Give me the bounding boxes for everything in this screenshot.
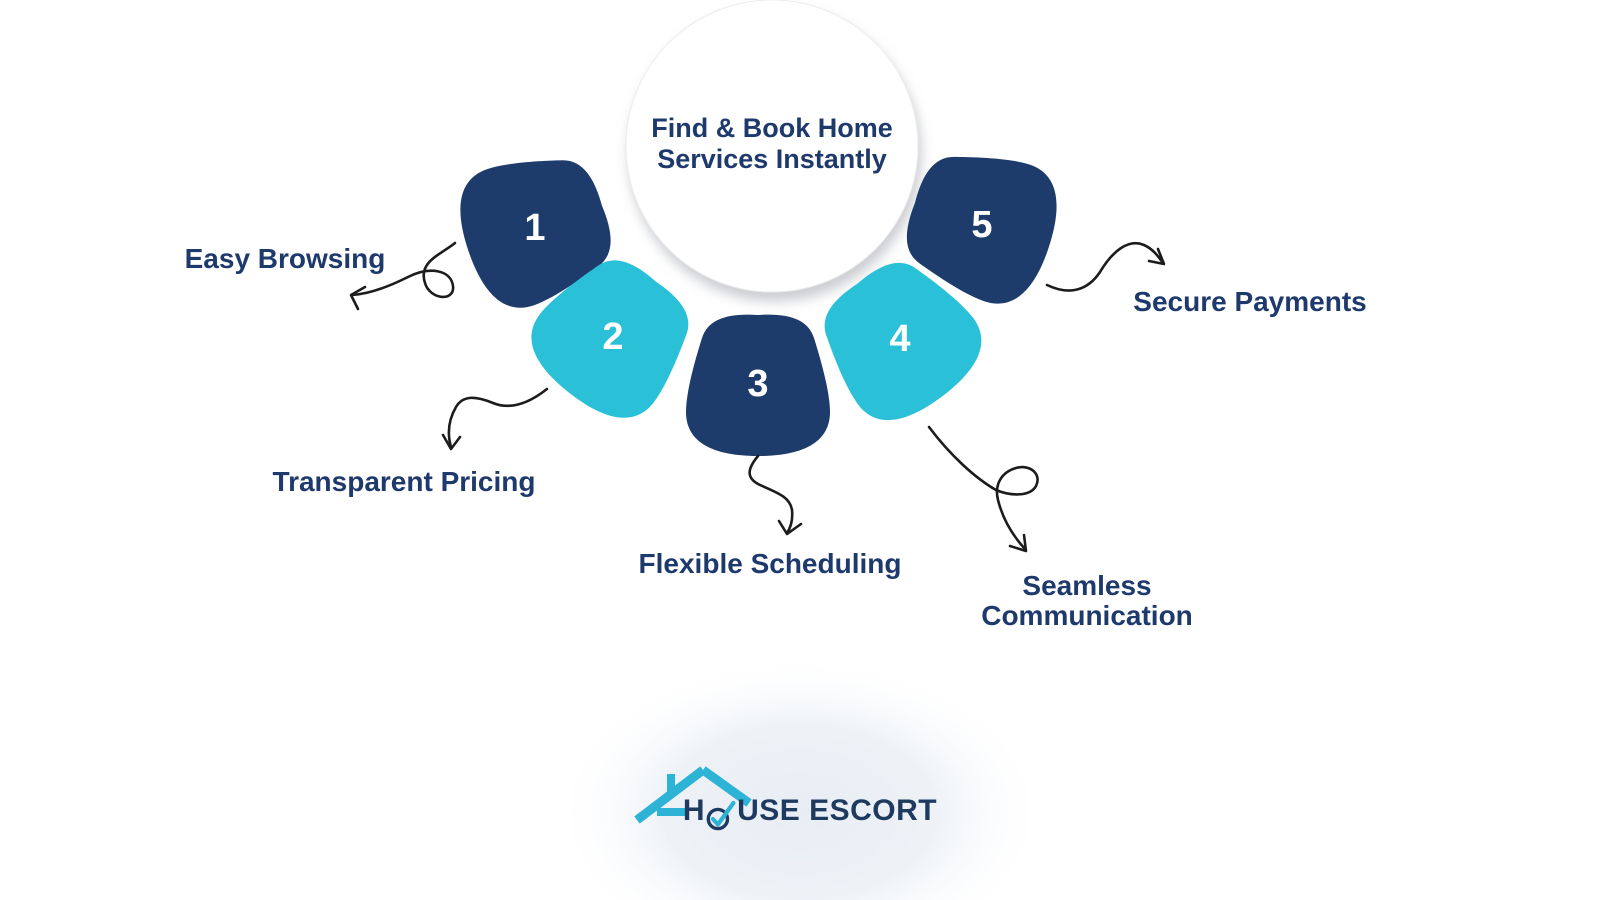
petal-number-4: 4 [889, 318, 911, 360]
label-easy-browsing: Easy Browsing [184, 243, 386, 274]
arrow-to-transparent-pricing [441, 387, 549, 451]
background-glow [552, 654, 1048, 900]
petal-number-1: 1 [524, 207, 546, 249]
arrow-to-secure-payments [1045, 242, 1166, 292]
central-circle [625, 0, 919, 293]
brand-text-prefix: H [682, 794, 706, 827]
central-title: Find & Book Home Services Instantly [612, 113, 932, 175]
petal-shape-5 [906, 156, 1057, 304]
petal-number-2: 2 [602, 316, 624, 358]
petal-shape-2 [531, 260, 689, 418]
house-roof-icon [634, 766, 752, 824]
roof-right-slope [700, 766, 752, 807]
brand-text-suffix: USE ESCORT [737, 794, 938, 827]
arrowhead-easy-browsing [349, 285, 367, 311]
petal-shape-4 [824, 262, 982, 421]
label-secure-payments: Secure Payments [1133, 286, 1367, 317]
arrowhead-flexible-scheduling [777, 519, 803, 536]
label-transparent-pricing: Transparent Pricing [272, 466, 536, 497]
central-title-line1: Find & Book Home [651, 113, 893, 143]
petal-number-5: 5 [971, 204, 993, 246]
arrow-to-seamless-communication [927, 425, 1039, 553]
check-circle-icon [706, 800, 736, 831]
arrow-to-easy-browsing [349, 241, 457, 311]
brand-logo: H USE ESCORT [682, 793, 938, 831]
petal-shape-3 [686, 314, 830, 456]
arrow-to-flexible-scheduling [748, 454, 803, 536]
petal-shape-1 [460, 160, 611, 308]
petal-number-3: 3 [747, 363, 769, 405]
central-title-line2: Services Instantly [657, 144, 887, 174]
roof-left-slope [634, 766, 706, 824]
label-seamless-communication: Seamless Communication [981, 570, 1193, 631]
label-flexible-scheduling: Flexible Scheduling [638, 548, 902, 579]
arrowhead-transparent-pricing [441, 433, 462, 451]
petal-fan [460, 156, 1057, 456]
arrowhead-secure-payments [1147, 247, 1166, 266]
arrowhead-seamless-communication [1008, 533, 1028, 553]
